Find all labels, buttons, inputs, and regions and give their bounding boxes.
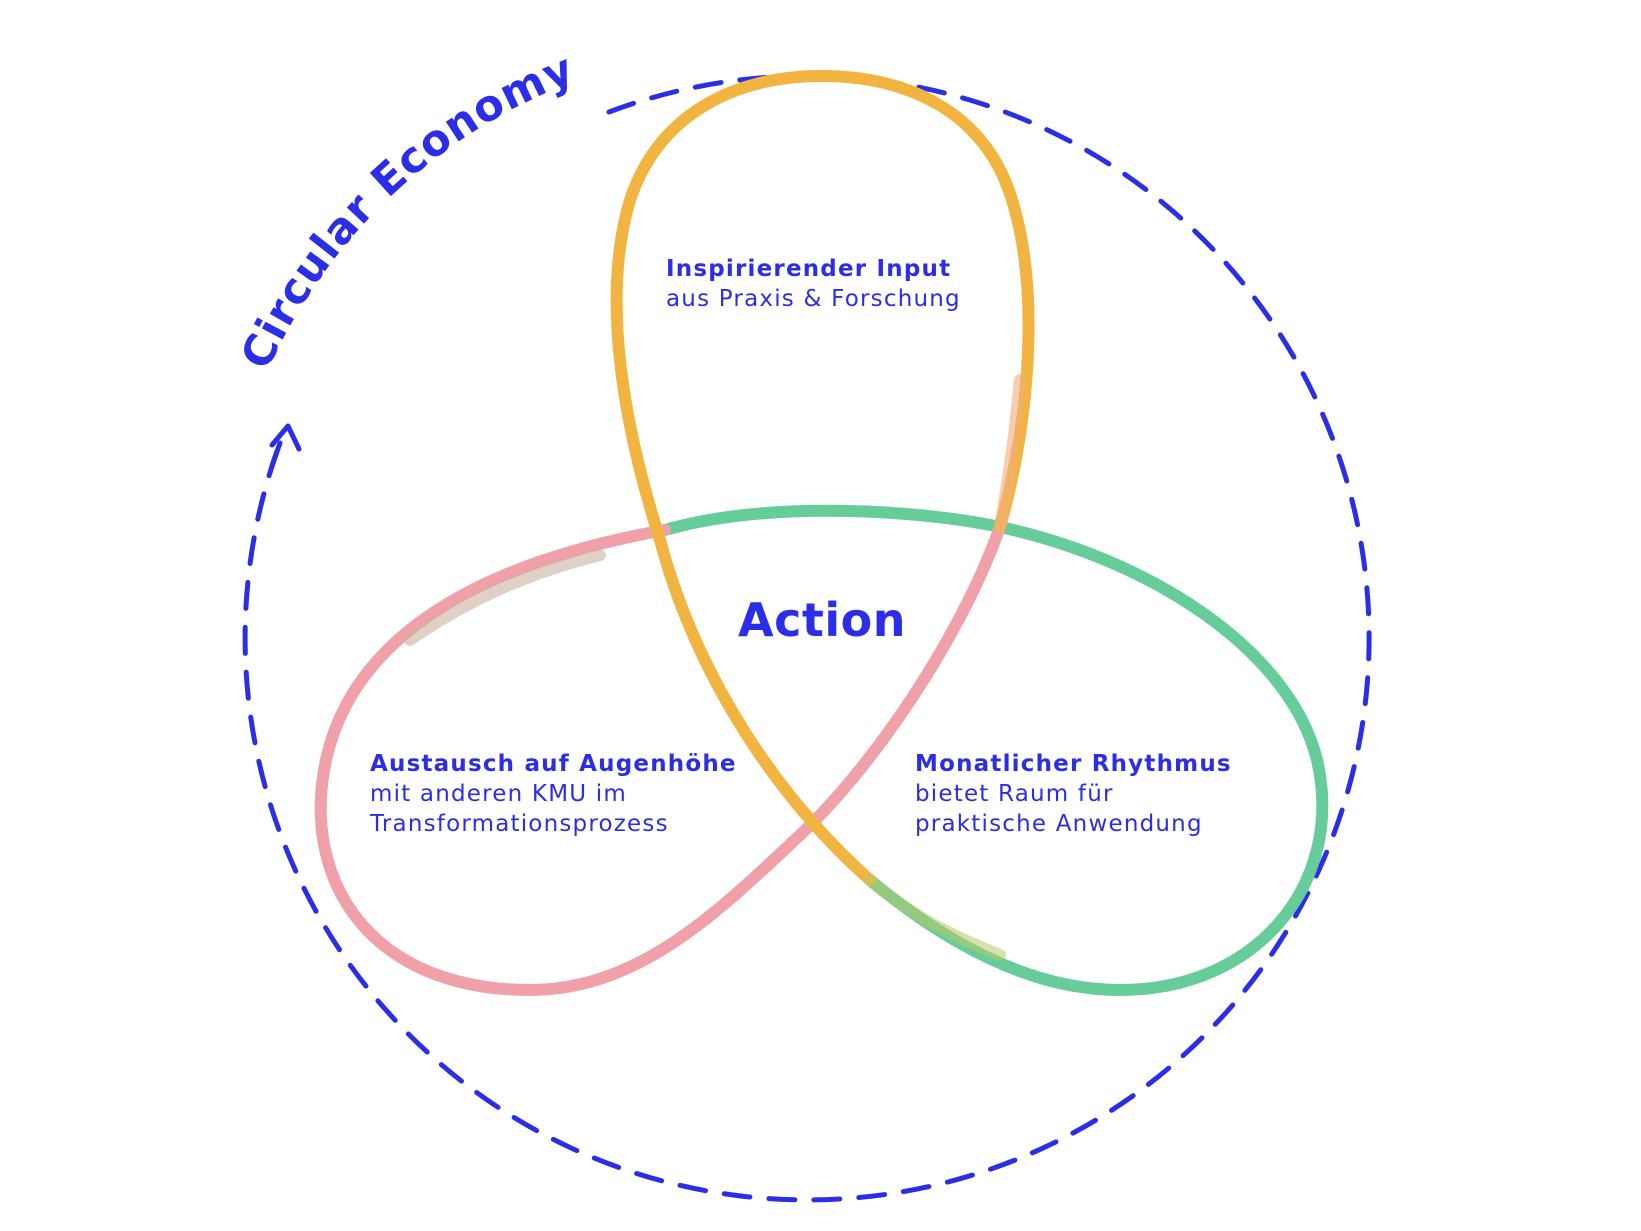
loop-right-subtitle-line: bietet Raum für (915, 781, 1114, 807)
loop-top-title: Inspirierender Input (666, 256, 952, 282)
outer-dashed-circle (242, 73, 1372, 1203)
dashed-circle-arrow-tail (265, 440, 283, 481)
loop-top-orange (610, 69, 1035, 886)
loops (314, 69, 1329, 997)
loop-right-green (659, 504, 1329, 997)
loop-left-title: Austausch auf Augenhöhe (370, 751, 737, 777)
loop-label-top: Inspirierender Input aus Praxis & Forsch… (666, 254, 961, 314)
loop-left-pink (314, 521, 1006, 997)
loop-label-left: Austausch auf Augenhöhe mit anderen KMU … (370, 749, 737, 839)
blend-green-pink (404, 549, 606, 646)
loop-top-subtitle-line: aus Praxis & Forschung (666, 286, 961, 312)
loop-label-right: Monatlicher Rhythmus bietet Raum für pra… (915, 749, 1232, 839)
loop-left-subtitle-line: mit anderen KMU im (370, 781, 628, 807)
blend-orange-pink (994, 374, 1026, 533)
loop-right-subtitle-line: praktische Anwendung (915, 811, 1203, 837)
loop-left-subtitle-line: Transformationsprozess (370, 811, 669, 837)
dashed-circle-arc (242, 73, 1372, 1203)
circular-economy-label: Circular Economy (232, 44, 581, 377)
arrow-head-icon (269, 423, 302, 452)
center-label-action: Action (738, 593, 906, 647)
loop-right-title: Monatlicher Rhythmus (915, 751, 1232, 777)
blend-orange-green (864, 874, 1006, 961)
